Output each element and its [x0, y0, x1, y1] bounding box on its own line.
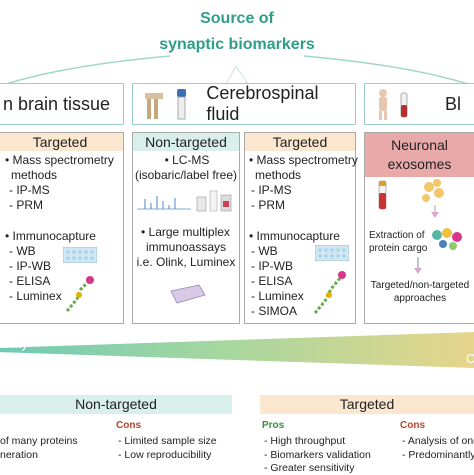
- title-line-1: Source of: [200, 10, 274, 27]
- plate-icon: [63, 247, 97, 263]
- nt-pros-line-2: neration: [0, 449, 38, 461]
- brain-line-2: methods: [11, 168, 58, 182]
- extraction-line-1: Extraction of: [369, 230, 425, 241]
- gradient-right-label: C: [466, 351, 474, 366]
- neuronal-header-line-1: Neuronal: [391, 137, 448, 153]
- nt-pros-line-1: of many proteins: [0, 435, 78, 447]
- t-pros-line-3: - Greater sensitivity: [264, 462, 355, 474]
- csf-nt-line-6: immunoassays: [145, 240, 227, 254]
- source-csf-label: Cerebrospinal fluid: [206, 83, 319, 124]
- t-pros-label: Pros: [262, 420, 285, 431]
- brain-line-6: • Immunocapture: [5, 229, 96, 243]
- antibody-icon-2: [313, 271, 346, 314]
- csf-t-line-11: - SIMOA: [251, 304, 298, 318]
- brain-line-4: - PRM: [9, 198, 43, 212]
- csf-t-line-6: • Immunocapture: [249, 229, 340, 243]
- source-blood: Bl: [364, 83, 474, 125]
- exosome-icon: [378, 179, 444, 218]
- t-cons-line-1: - Analysis of one: [402, 435, 474, 447]
- csf-tube-icon: [145, 89, 186, 120]
- brain-targeted-panel: Targeted • Mass spectrometry methods - I…: [0, 132, 124, 324]
- t-cons-line-2: - Predominantly: [402, 449, 474, 461]
- brain-line-7: - WB: [9, 244, 36, 258]
- human-body-icon: [379, 89, 408, 120]
- gradient-left-label: bility: [2, 336, 29, 351]
- source-brain-tissue: n brain tissue: [0, 83, 124, 125]
- bottom-targeted-header: Targeted: [260, 395, 474, 414]
- brain-line-8: - IP-WB: [9, 259, 51, 273]
- csf-nt-line-5: • Large multiplex: [141, 225, 230, 239]
- csf-t-line-4: - PRM: [251, 198, 285, 212]
- csf-targeted-header: Targeted: [245, 133, 355, 151]
- bottom-nontargeted-header: Non-targeted: [0, 395, 232, 414]
- csf-nt-line-1: • LC-MS: [164, 153, 210, 167]
- neuronal-exosomes-header: Neuronal exosomes: [365, 133, 474, 177]
- t-pros-line-2: - Biomarkers validation: [264, 449, 371, 461]
- neuronal-header-line-2: exosomes: [387, 156, 452, 172]
- csf-t-line-2: methods: [255, 168, 302, 182]
- brain-line-9: - ELISA: [9, 274, 51, 288]
- gradient-bar: [0, 332, 474, 368]
- extraction-line-2: protein cargo: [369, 243, 428, 254]
- brain-line-3: - IP-MS: [9, 183, 50, 197]
- title-line-2: synaptic biomarkers: [159, 36, 315, 53]
- plate-icon-2: [315, 245, 349, 261]
- brain-targeted-header: Targeted: [0, 133, 123, 151]
- csf-nontargeted-panel: Non-targeted • LC-MS (isobaric/label fre…: [132, 132, 240, 324]
- protein-cargo-icon: [432, 228, 462, 250]
- assay-plate-icon: [170, 284, 206, 304]
- source-blood-label: Bl: [445, 93, 462, 114]
- t-pros-line-1: - High throughput: [264, 435, 346, 447]
- csf-targeted-panel: Targeted • Mass spectrometry methods - I…: [244, 132, 358, 324]
- csf-t-line-3: - IP-MS: [251, 183, 292, 197]
- csf-nontargeted-header: Non-targeted: [133, 133, 239, 151]
- source-brain-label: n brain tissue: [3, 93, 111, 114]
- spectrum-icon: [137, 190, 232, 212]
- csf-t-line-1: • Mass spectrometry: [249, 153, 358, 167]
- csf-nt-line-2: (isobaric/label free): [134, 168, 238, 182]
- t-cons-label: Cons: [400, 420, 425, 431]
- brain-line-10: - Luminex: [9, 289, 62, 303]
- antibody-icon: [65, 276, 94, 312]
- connector-arcs: [0, 55, 474, 88]
- approach-line-2: approaches: [393, 293, 447, 304]
- csf-t-line-8: - IP-WB: [251, 259, 293, 273]
- source-csf: Cerebrospinal fluid: [132, 83, 356, 125]
- csf-nt-line-7: i.e. Olink, Luminex: [136, 255, 236, 269]
- brain-line-1: • Mass spectrometry: [5, 153, 114, 167]
- blood-exosomes-panel: Neuronal exosomes Extraction of protein …: [364, 132, 474, 324]
- nt-cons-line-2: - Low reproducibility: [118, 449, 212, 461]
- nt-cons-line-1: - Limited sample size: [118, 435, 217, 447]
- csf-t-line-10: - Luminex: [251, 289, 304, 303]
- csf-t-line-7: - WB: [251, 244, 278, 258]
- approach-line-1: Targeted/non-targeted: [370, 280, 470, 291]
- nt-cons-label: Cons: [116, 420, 141, 431]
- down-arrow-icon: [414, 257, 422, 274]
- csf-t-line-9: - ELISA: [251, 274, 293, 288]
